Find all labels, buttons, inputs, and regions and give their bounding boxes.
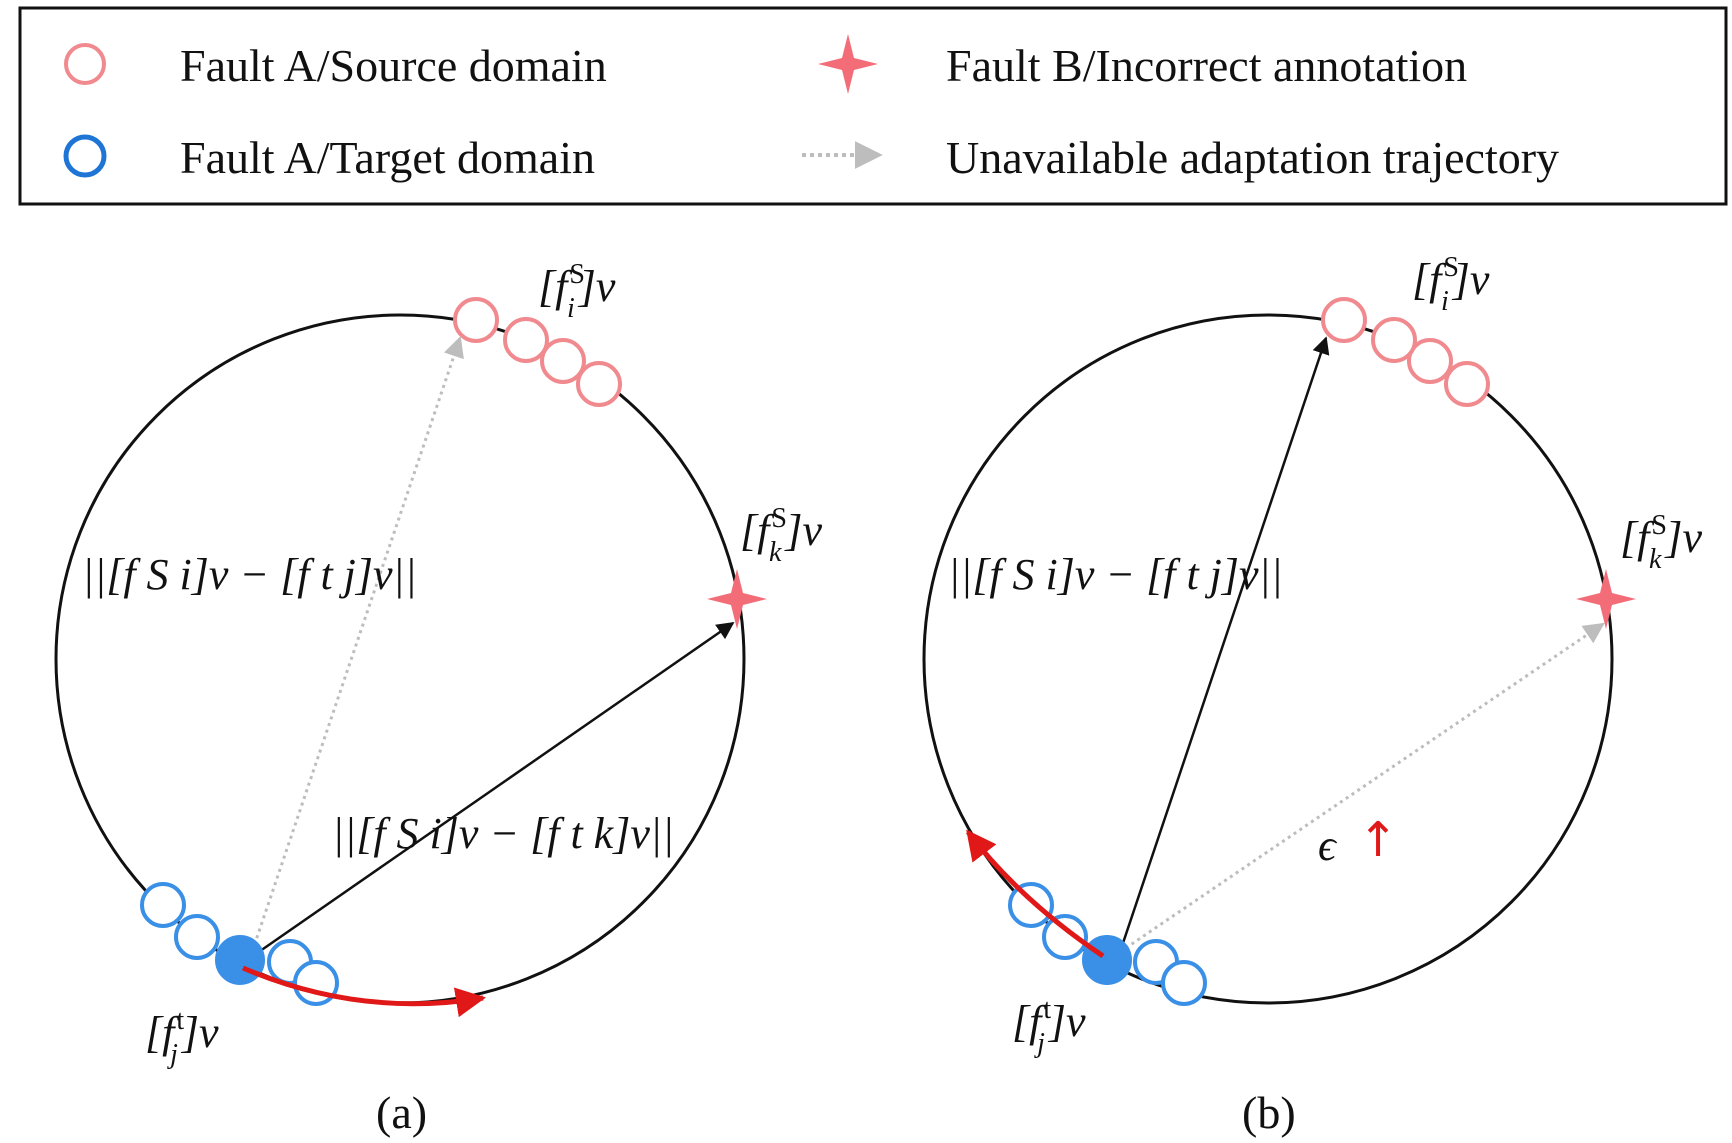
source-point <box>503 317 549 363</box>
panel-b-epsilon: ϵ <box>1318 821 1338 870</box>
source-point <box>1321 297 1367 343</box>
panel-a-unavailable-arrow <box>248 336 464 959</box>
target-point <box>1161 960 1207 1006</box>
panel-b-adaptation-trajectory <box>966 829 1105 959</box>
legend-box <box>18 6 1728 206</box>
source-point <box>453 297 499 343</box>
source-point <box>576 361 622 407</box>
panel-a-arrow-to-fk <box>249 621 735 960</box>
source-point <box>540 338 586 384</box>
panel-b-hypersphere <box>922 313 1614 1005</box>
legend-label-target: Fault A/Target domain <box>180 132 595 183</box>
incorrect-annotation-legend-icon <box>818 34 878 94</box>
panel-b-source-cluster <box>1321 297 1490 407</box>
legend: Fault A/Source domain Fault A/Target dom… <box>18 6 1728 206</box>
panel-a-adaptation-trajectory <box>242 965 486 1018</box>
target-point <box>1042 914 1088 960</box>
legend-label-source: Fault A/Source domain <box>180 40 607 91</box>
panel-a-fk-star-icon <box>707 569 767 629</box>
source-point <box>1407 338 1453 384</box>
source-domain-legend-icon <box>64 43 106 85</box>
panel-b-unavailable-arrow <box>1119 622 1605 954</box>
panel-a-source-cluster <box>453 297 622 407</box>
target-point <box>1008 882 1054 928</box>
panel-b-fj-point <box>1082 935 1132 985</box>
panel-a-distance-upper: ||[f S i]v − [f t j]v|| <box>82 550 417 599</box>
panel-b-fk-star-icon <box>1576 569 1636 629</box>
target-point <box>140 882 186 928</box>
source-point <box>1444 361 1490 407</box>
panel-a-distance-lower: ||[f S i]v − [f t k]v|| <box>332 809 674 858</box>
panel-b-target-cluster <box>1008 882 1207 1006</box>
panel-b-arrow-to-fi <box>1118 336 1330 953</box>
panel-a-fj-point <box>215 935 265 985</box>
panel-b-distance-upper: ||[f S i]v − [f t j]v|| <box>948 550 1283 599</box>
panel-b-caption: (b) <box>1242 1087 1296 1138</box>
source-point <box>1371 317 1417 363</box>
legend-label-unavailable: Unavailable adaptation trajectory <box>946 132 1559 183</box>
target-domain-legend-icon <box>63 134 107 178</box>
panel-a-caption: (a) <box>376 1087 427 1138</box>
target-point <box>174 914 220 960</box>
legend-label-incorrect: Fault B/Incorrect annotation <box>946 40 1467 91</box>
panel-b-epsilon-up-arrow-icon: ↑ <box>1358 812 1398 868</box>
